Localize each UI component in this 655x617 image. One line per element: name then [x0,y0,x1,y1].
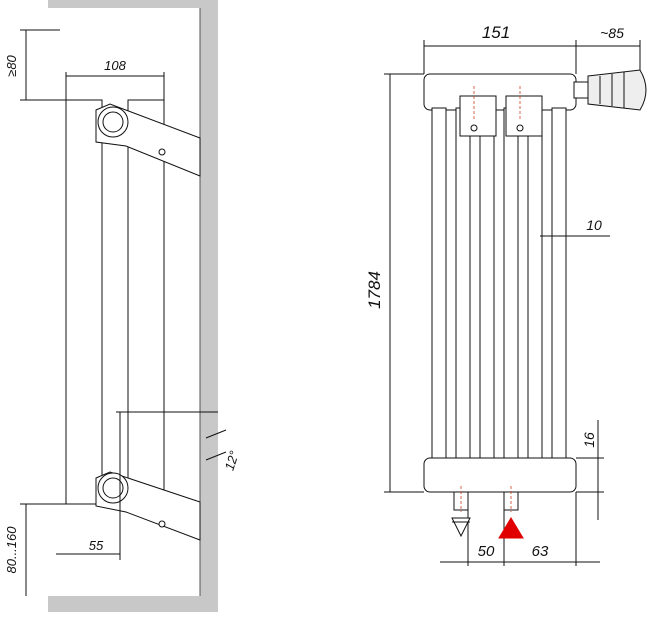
dim-top-clearance: ≥80 [4,54,19,76]
tube-2 [455,107,471,465]
dim-valve-length: ~85 [600,25,624,41]
top-pipe-outer [97,106,129,138]
inlet-arrow [451,517,471,538]
top-bracket-left [459,95,497,137]
valve-stem [573,81,589,99]
top-bracket-right [505,95,543,137]
tube-6 [551,107,567,465]
thermostat-head [587,69,647,111]
tube-5 [527,107,543,465]
dim-width: 151 [482,23,510,42]
radiator-column-front [65,99,103,505]
bottom-pipe-inner [102,477,124,499]
dim-bottom-collector: 16 [581,432,597,448]
dim-tilt: 12° [222,449,242,472]
side-view-labels: ≥80 108 12° 55 80...160 [4,54,242,573]
tube-1 [431,107,447,465]
tube-3 [479,107,495,465]
outlet-arrow [498,517,524,539]
dim-bottom-offset: 55 [89,538,104,553]
radiator-column-back [127,99,165,505]
tube-4 [503,107,519,465]
dim-inlet-offset: 50 [478,543,495,560]
top-collector [423,73,577,111]
side-view [20,0,227,612]
dim-floor-clearance: 80...160 [4,526,19,574]
dim-depth: 108 [104,58,126,73]
dim-height: 1784 [365,271,384,309]
bottom-collector [423,457,577,493]
front-view [384,40,647,566]
dim-outlet-offset: 63 [532,543,549,560]
front-view-labels: 151 ~85 1784 10 16 50 63 [365,23,624,560]
dim-tube-gap: 10 [586,217,602,233]
floor-slab [48,596,218,612]
pipe-centerlines [460,86,521,512]
wall-block [200,0,218,612]
top-pipe-inner [102,111,124,133]
